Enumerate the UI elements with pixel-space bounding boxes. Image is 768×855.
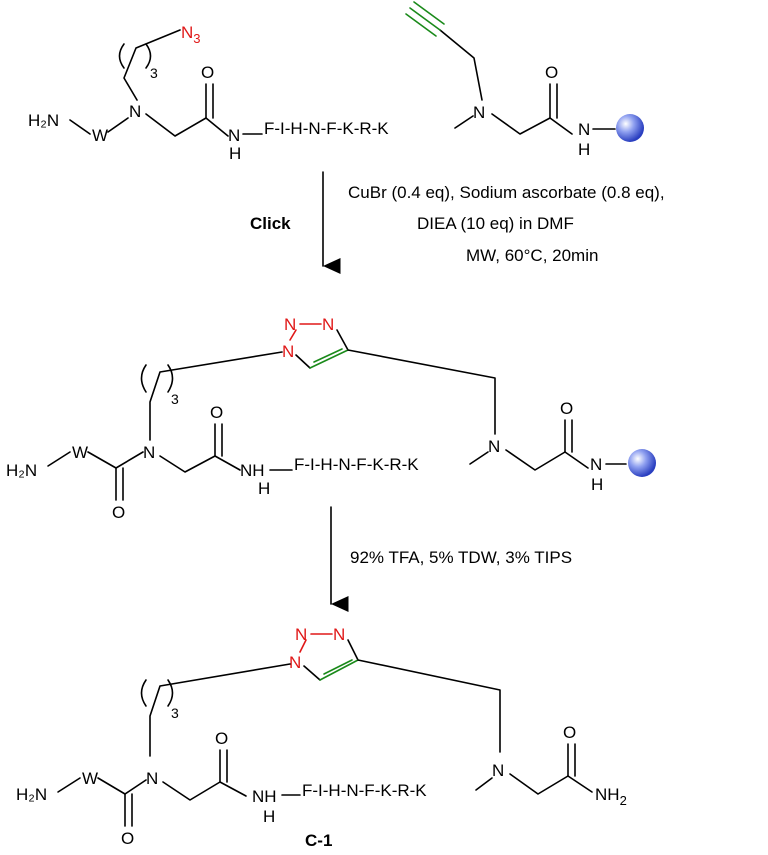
triazole-n1-p: N <box>295 625 307 644</box>
product-label: C-1 <box>305 831 332 850</box>
amide-nh-2: N <box>578 120 590 139</box>
tryptophan-label-2: W <box>72 443 88 462</box>
amide-nh-5: NH <box>252 787 277 806</box>
carbonyl-oxygen-5: O <box>215 729 228 748</box>
peptide-sequence-2: F-I-H-N-F-K-R-K <box>294 455 419 474</box>
triazole-n1: N <box>284 315 296 334</box>
urea-oxygen-p: O <box>121 829 134 848</box>
triazole-n3: N <box>282 342 294 361</box>
triazole-n2-p: N <box>333 625 345 644</box>
carbonyl-oxygen-3: O <box>210 403 223 422</box>
amide-nitrogen-1: N <box>228 126 240 145</box>
amide-hydrogen-1: H <box>229 144 241 163</box>
amide-hydrogen-5: H <box>263 807 275 826</box>
amide-hydrogen-3: H <box>258 479 270 498</box>
chain-subscript: 3 <box>150 65 158 81</box>
triazole-n2: N <box>322 315 334 334</box>
conditions-line-2: DIEA (10 eq) in DMF <box>417 214 574 233</box>
amide-nh-4: N <box>590 455 602 474</box>
nitrogen-label-6: N <box>492 761 504 780</box>
conditions-line-1: CuBr (0.4 eq), Sodium ascorbate (0.8 eq)… <box>348 183 665 202</box>
peptide-sequence-1: F-I-H-N-F-K-R-K <box>264 119 389 138</box>
carbonyl-oxygen-6: O <box>563 723 576 742</box>
click-label: Click <box>250 214 291 233</box>
tryptophan-label-3: W <box>82 769 98 788</box>
amine-label-3: H₂N <box>16 785 47 804</box>
final-product: N N N 3 H₂N W O N O NH H F-I-H-N-F-K-R-K <box>16 625 627 850</box>
triazole-n3-p: N <box>289 653 301 672</box>
carbonyl-oxygen-2: O <box>545 63 558 82</box>
tryptophan-label: W <box>92 126 108 145</box>
carbonyl-oxygen-1: O <box>201 63 214 82</box>
nitrogen-label-2: N <box>473 103 485 122</box>
starting-material: H₂N W N 3 N3 O N H F-I-H-N-F-K-R-K N O N <box>28 1 644 163</box>
nitrogen-label-4: N <box>488 437 500 456</box>
cyclized-intermediate: N N N 3 H₂N W O N O NH H F-I-H-N-F-K-R-K <box>6 315 656 522</box>
resin-bead-icon <box>616 114 644 142</box>
cleavage-conditions: 92% TFA, 5% TDW, 3% TIPS <box>350 548 572 567</box>
reaction-step-1: Click CuBr (0.4 eq), Sodium ascorbate (0… <box>250 171 665 274</box>
nitrogen-label: N <box>129 102 141 121</box>
chain-subscript-3: 3 <box>171 705 179 721</box>
amine-label-2: H₂N <box>6 461 37 480</box>
nitrogen-label-3: N <box>143 443 155 462</box>
urea-oxygen: O <box>112 503 125 522</box>
carbonyl-oxygen-4: O <box>560 399 573 418</box>
chain-subscript-2: 3 <box>171 391 179 407</box>
amide-hydrogen-2: H <box>578 140 590 159</box>
amine-label: H₂N <box>28 111 59 130</box>
peptide-sequence-3: F-I-H-N-F-K-R-K <box>302 781 427 800</box>
resin-bead-icon <box>628 449 656 477</box>
conditions-line-3: MW, 60°C, 20min <box>466 246 598 265</box>
reaction-step-2: 92% TFA, 5% TDW, 3% TIPS <box>330 506 572 612</box>
amide-nh-3: NH <box>240 461 265 480</box>
amide-hydrogen-4: H <box>591 475 603 494</box>
azide-label: N3 <box>181 23 201 46</box>
terminal-amide-label: NH2 <box>595 785 627 808</box>
nitrogen-label-5: N <box>146 769 158 788</box>
